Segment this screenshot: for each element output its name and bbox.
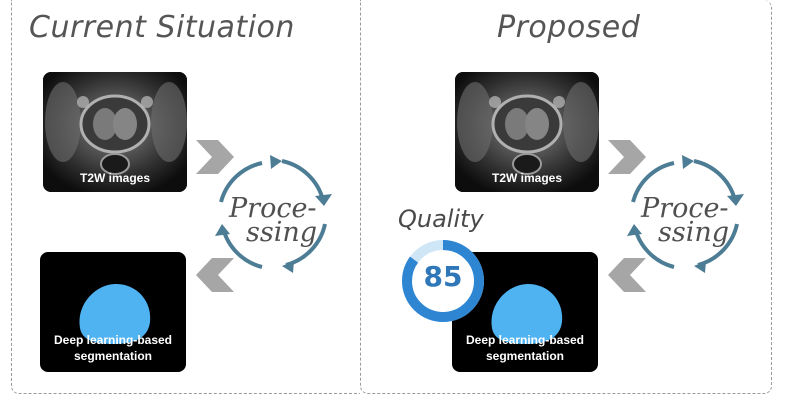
mri-scan-icon xyxy=(43,72,187,192)
chevron-right-icon xyxy=(608,140,646,174)
gauge-progress-arc xyxy=(402,240,484,322)
chevron-left-icon xyxy=(196,258,234,292)
segmentation-caption-line2-proposed: segmentation xyxy=(485,349,564,363)
chevron-left-icon xyxy=(608,258,646,292)
cycle-arrows-icon xyxy=(215,155,332,273)
t2w-image-proposed: T2W images xyxy=(455,72,599,192)
current-situation-panel xyxy=(11,0,360,394)
quality-value: 85 xyxy=(423,260,463,293)
current-situation-title: Current Situation xyxy=(29,10,295,45)
cycle-arrows-icon xyxy=(627,155,744,273)
proposed-title: Proposed xyxy=(497,10,641,45)
segmentation-mask-icon xyxy=(79,284,151,344)
segmentation-caption-line1-current: Deep learning-based xyxy=(53,333,173,347)
segmentation-mask-icon xyxy=(491,284,563,344)
chevron-right-icon xyxy=(196,140,234,174)
segmentation-caption-line2-current: segmentation xyxy=(73,349,152,363)
processing-label-top-current: Proce- xyxy=(229,193,317,224)
mri-scan-icon xyxy=(455,72,599,192)
t2w-caption-proposed: T2W images xyxy=(491,171,563,185)
segmentation-result-current: Deep learning-based segmentation xyxy=(40,252,186,372)
quality-label: Quality xyxy=(398,205,484,233)
t2w-image-current: T2W images xyxy=(43,72,187,192)
proposed-panel xyxy=(360,0,772,394)
processing-label-bottom-current: ssing xyxy=(246,217,318,248)
segmentation-caption-line1-proposed: Deep learning-based xyxy=(465,333,585,347)
processing-label-bottom-proposed: ssing xyxy=(658,217,730,248)
t2w-caption-current: T2W images xyxy=(79,171,151,185)
processing-label-top-proposed: Proce- xyxy=(641,193,729,224)
quality-gauge-icon xyxy=(402,240,484,322)
